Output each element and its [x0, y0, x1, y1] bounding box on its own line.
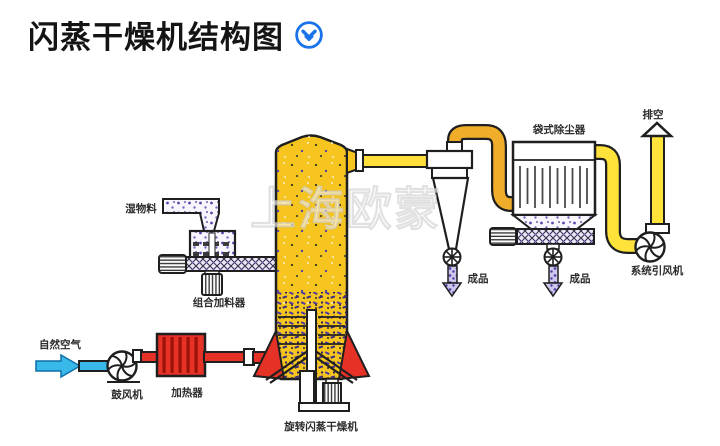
chevron-down-circle-icon[interactable] [294, 20, 324, 50]
drying-tower: 旋转闪蒸干燥机 [252, 134, 371, 433]
page-header: 闪蒸干燥机结构图 [28, 12, 324, 57]
cyclone-rotary-valve [442, 247, 462, 267]
cyclone-header [425, 149, 474, 170]
exhaust-section: 排空 系统引风机 [631, 108, 684, 277]
cyclone-product-arrow-head [441, 282, 463, 298]
bag-filter-hopper [510, 214, 598, 230]
dryer-base [298, 402, 350, 412]
hot-air-pipe-1 [140, 351, 159, 363]
tower-grates [278, 316, 345, 345]
bagfilter-product-label: 成品 [570, 272, 591, 285]
cone-deflector [265, 349, 358, 384]
cyclone-separator: 成品 [346, 141, 489, 298]
feeder-motor-bottom [201, 273, 223, 296]
dryer-motor [322, 382, 342, 404]
page-title: 闪蒸干燥机结构图 [28, 20, 284, 55]
air-heating-section: 自然空气 鼓风机 加热器 [35, 332, 270, 401]
heater-coils [160, 337, 202, 373]
gearbox [299, 370, 315, 404]
cyclone-product-label: 成品 [468, 272, 489, 285]
induced-draft-fan-icon [636, 232, 665, 261]
feeder-motor-left [158, 254, 187, 274]
bagfilter-motor [489, 227, 517, 246]
hot-air-pipe-2 [203, 351, 246, 363]
outlet-flange [355, 149, 364, 172]
cyclone-band [431, 167, 468, 179]
heater-label: 加热器 [170, 386, 203, 399]
air-inlet-pipe [78, 360, 110, 372]
rotary-flash-dryer-label: 旋转闪蒸干燥机 [283, 420, 358, 433]
cyclone-product-arrow-shaft [447, 265, 458, 284]
bagfilter-product-arrow-head [542, 282, 564, 298]
vent-pipe [650, 135, 665, 225]
vent-label: 排空 [643, 108, 664, 121]
bagfilter-product-arrow-shaft [548, 265, 559, 284]
fan-flange [645, 223, 670, 234]
bagfilter-screw-conveyor [516, 228, 595, 245]
duct-cyclone-to-filter [447, 124, 518, 212]
combined-feeder-label: 组合加料器 [193, 296, 246, 309]
wet-material-label: 湿物料 [125, 202, 157, 215]
watermark-text: 上海欧蒙 [250, 183, 442, 235]
natural-air-label: 自然空气 [39, 338, 81, 351]
tower-outlet-pipe [362, 154, 429, 168]
system-fan-label: 系统引风机 [631, 264, 684, 277]
duct-filter-to-fan [586, 144, 645, 254]
feeder-screw-conveyor [185, 256, 278, 272]
filter-bags [519, 166, 588, 208]
natural-air-arrow [35, 353, 82, 379]
bag-filter: 袋式除尘器 成品 [489, 123, 598, 298]
vent-cap [639, 121, 675, 138]
bag-filter-box [511, 140, 597, 217]
feed-chute [162, 198, 220, 232]
feed-section: 湿物料 组合加料器 [125, 198, 278, 309]
blower-label: 鼓风机 [111, 388, 143, 401]
bag-filter-label: 袋式除尘器 [532, 123, 586, 136]
bagfilter-rotary-valve [543, 247, 563, 267]
